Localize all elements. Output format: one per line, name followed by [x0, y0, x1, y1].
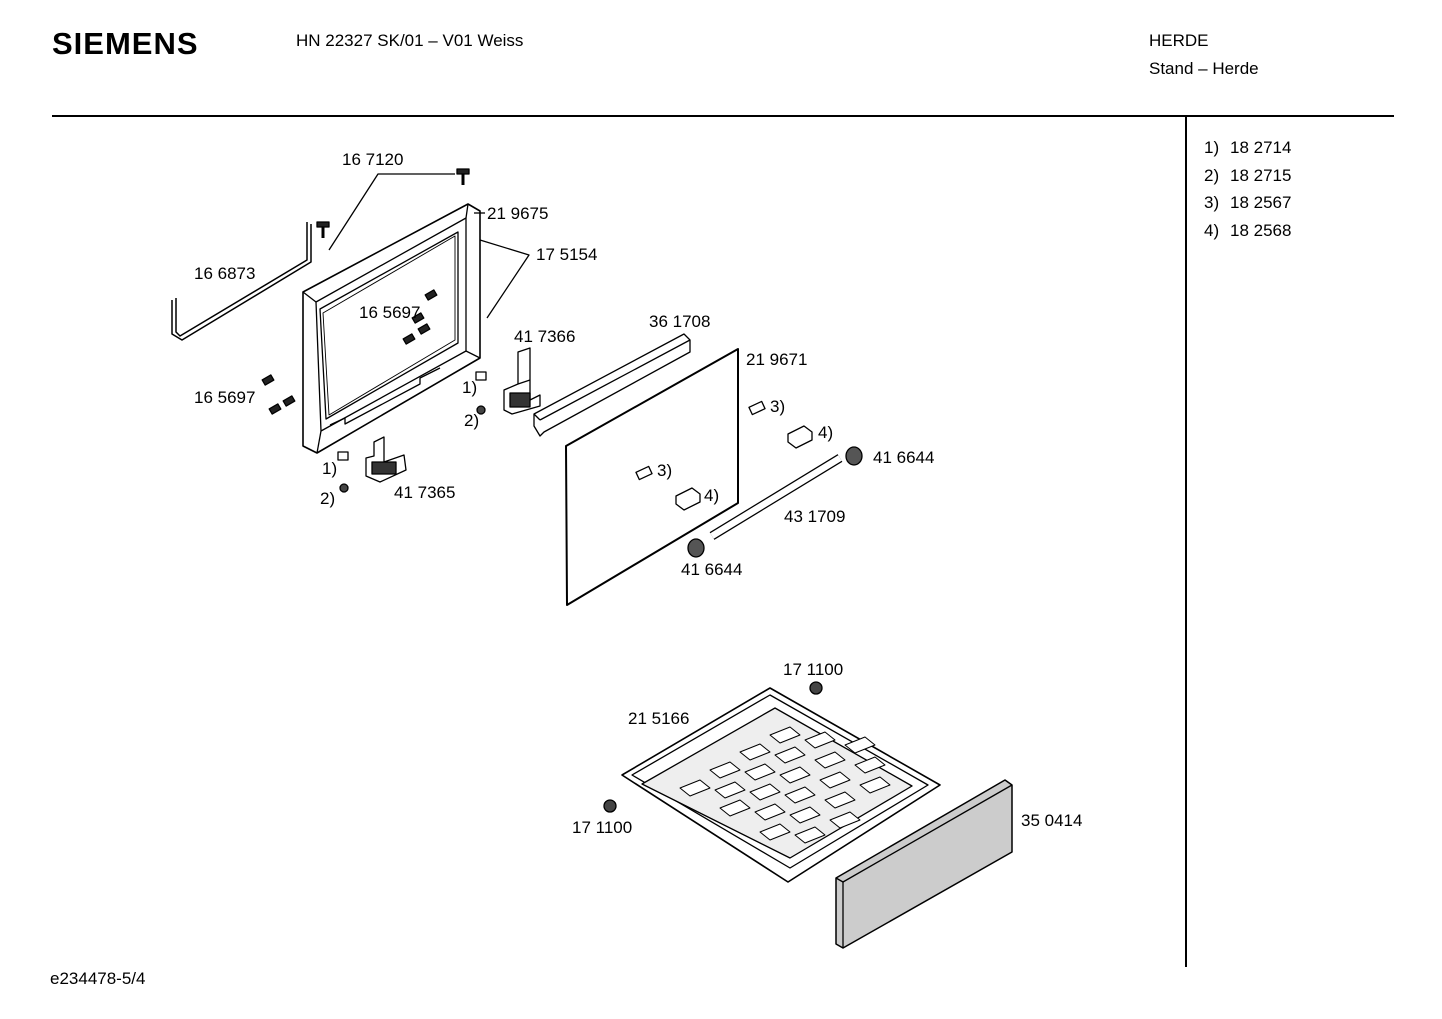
legend-key: 1) [1204, 138, 1220, 157]
legend-key: 3) [1204, 193, 1220, 212]
legend-item: 1) 18 2714 [1204, 134, 1291, 162]
legend-list: 1) 18 2714 2) 18 2715 3) 18 2567 4) 18 2568 [1204, 134, 1291, 244]
model-title: HN 22327 SK/01 – V01 Weiss [296, 31, 524, 50]
clip-icon [337, 371, 487, 493]
leader-line [479, 239, 530, 319]
category-title: HERDE [1149, 31, 1209, 50]
hinge-part [365, 436, 407, 483]
legend-value: 18 2715 [1230, 165, 1292, 185]
part-label: 41 7365 [394, 483, 455, 502]
sidebar-divider [1185, 117, 1187, 967]
brand-logo: SIEMENS [52, 26, 199, 61]
leader-line [328, 173, 455, 251]
legend-value: 18 2567 [1230, 193, 1292, 212]
legend-value: 18 2568 [1230, 220, 1292, 240]
legend-key: 2) [1204, 165, 1220, 185]
part-label: 43 1709 [784, 507, 845, 526]
legend-item: 3) 18 2567 [1204, 189, 1291, 217]
clip-icon [635, 400, 813, 511]
part-label: 17 5154 [536, 245, 597, 264]
rail-part [533, 333, 691, 437]
legend-item: 2) 18 2715 [1204, 162, 1291, 190]
part-label: 16 6873 [194, 264, 255, 283]
part-label: 41 6644 [873, 448, 934, 467]
screw-icon [603, 681, 823, 813]
legend-key: 4) [1204, 220, 1220, 240]
drawer-front [835, 779, 1013, 949]
glass-panel [565, 348, 739, 606]
callout-label: 2) [320, 489, 335, 508]
callout-label: 2) [464, 411, 479, 430]
part-label: 36 1708 [649, 312, 710, 331]
support-rod [709, 454, 843, 540]
callout-label: 1) [462, 378, 477, 397]
part-label: 16 5697 [359, 303, 420, 322]
screw-icon [261, 289, 438, 415]
door-frame [302, 203, 481, 454]
screw-icon [316, 168, 470, 238]
callout-label: 3) [770, 397, 785, 416]
drawing-number: e234478-5/4 [50, 969, 146, 988]
header-divider [52, 115, 1394, 117]
legend-value: 18 2714 [1230, 138, 1292, 157]
part-label: 41 7366 [514, 327, 575, 346]
part-label: 21 9675 [487, 204, 548, 223]
part-label: 16 7120 [342, 150, 403, 169]
part-label: 21 5166 [628, 709, 689, 728]
end-cap [687, 446, 863, 558]
drawer-grid [679, 726, 891, 844]
part-label: 16 5697 [194, 388, 255, 407]
callout-label: 1) [322, 459, 337, 478]
legend-item: 4) 18 2568 [1204, 217, 1291, 245]
part-label: 35 0414 [1021, 811, 1082, 830]
part-label: 17 1100 [783, 660, 843, 679]
part-label: 21 9671 [746, 350, 807, 369]
callout-label: 4) [818, 423, 833, 442]
part-label: 41 6644 [681, 560, 742, 579]
callout-label: 3) [657, 461, 672, 480]
callout-label: 4) [704, 486, 719, 505]
hinge-part [503, 347, 541, 415]
subcategory-title: Stand – Herde [1149, 59, 1259, 78]
handle-rod [171, 222, 312, 341]
part-label: 17 1100 [572, 818, 632, 837]
